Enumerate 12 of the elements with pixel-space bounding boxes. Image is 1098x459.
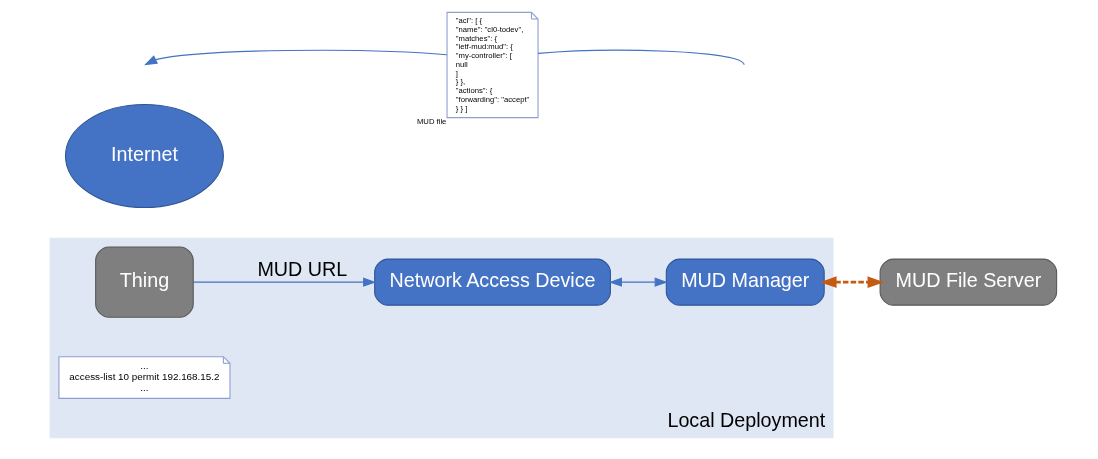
arrow [608,277,668,287]
node-ellipse: Internet [64,103,224,209]
connector [537,49,745,66]
arrow [192,277,377,287]
node-box: MUD File Server [879,258,1058,306]
node-label: MUD file [417,116,447,126]
edge-label: MUD URL [257,257,348,280]
arrow [820,276,885,288]
node-box: Network Access Device [374,258,611,306]
node-box: MUD Manager [665,258,825,306]
arrow [144,49,448,66]
node-box: Thing [95,246,194,318]
